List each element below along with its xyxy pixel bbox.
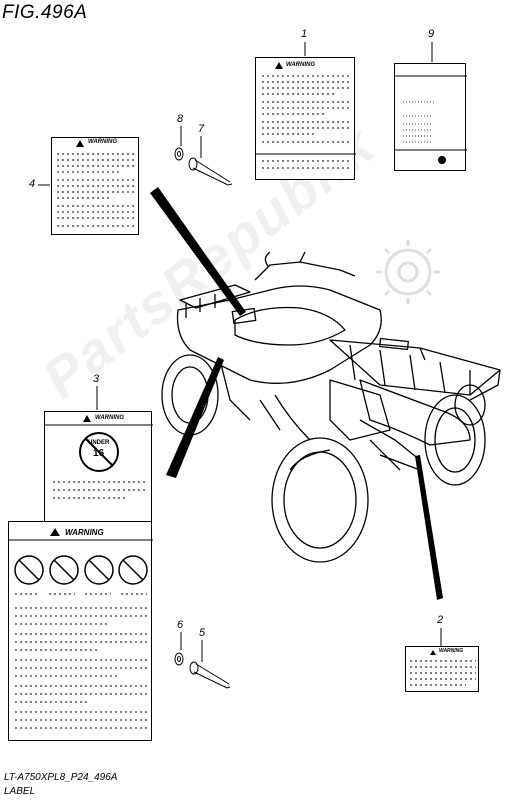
- callout-4: 4: [29, 178, 36, 190]
- label-3-warning-word: WARNING: [95, 415, 124, 421]
- callout-6: 6: [177, 619, 184, 631]
- label-1-warning-word: WARNING: [286, 62, 315, 68]
- age-number: 16: [93, 448, 105, 459]
- callout-3: 3: [93, 373, 100, 385]
- label-3-main-warning-word: WARNING: [65, 528, 104, 537]
- label-3-top: WARNING UNDER 16: [44, 411, 153, 521]
- washer-8-icon: [174, 147, 184, 161]
- no-under-16-icon: [79, 432, 119, 472]
- warning-triangle-icon: [50, 528, 60, 536]
- callout-2: 2: [437, 614, 444, 626]
- callout-9: 9: [428, 28, 435, 40]
- atv-illustration: [161, 251, 501, 563]
- label-9-manual: [394, 63, 467, 171]
- callout-1: 1: [301, 28, 308, 40]
- rivet-7-icon: [188, 157, 233, 186]
- no-passenger-icon: [14, 555, 44, 585]
- callout-5: 5: [199, 627, 206, 639]
- under-text: UNDER: [88, 440, 110, 446]
- label-3-main: WARNING: [8, 521, 153, 741]
- washer-6-icon: [174, 652, 184, 666]
- label-2-warning: WARNING: [405, 646, 479, 692]
- warning-triangle-icon: [76, 140, 84, 147]
- helmet-icon: [118, 555, 148, 585]
- leader-line-2: [415, 455, 443, 600]
- label-1-warning: WARNING: [255, 57, 356, 180]
- leader-line-3: [166, 357, 224, 478]
- warning-triangle-icon: [275, 62, 283, 69]
- label-4-warning-word: WARNING: [88, 139, 117, 145]
- leader-line-4: [150, 187, 246, 316]
- figure-subtitle: LABEL: [4, 786, 36, 797]
- rivet-5-icon: [189, 661, 231, 689]
- label-4-warning: WARNING: [51, 137, 139, 235]
- model-code: LT-A750XPL8_P24_496A: [4, 772, 118, 783]
- callout-7: 7: [198, 123, 205, 135]
- warning-triangle-icon: [83, 415, 91, 422]
- gear-icon: [376, 240, 440, 304]
- figure-title: FIG.496A: [2, 2, 88, 23]
- no-alcohol-icon: [49, 555, 79, 585]
- callout-8: 8: [177, 113, 184, 125]
- label-2-warning-word: WARNING: [439, 648, 464, 654]
- warning-triangle-icon: [430, 650, 436, 655]
- no-road-riding-icon: [84, 555, 114, 585]
- helmet-icon: [438, 156, 446, 164]
